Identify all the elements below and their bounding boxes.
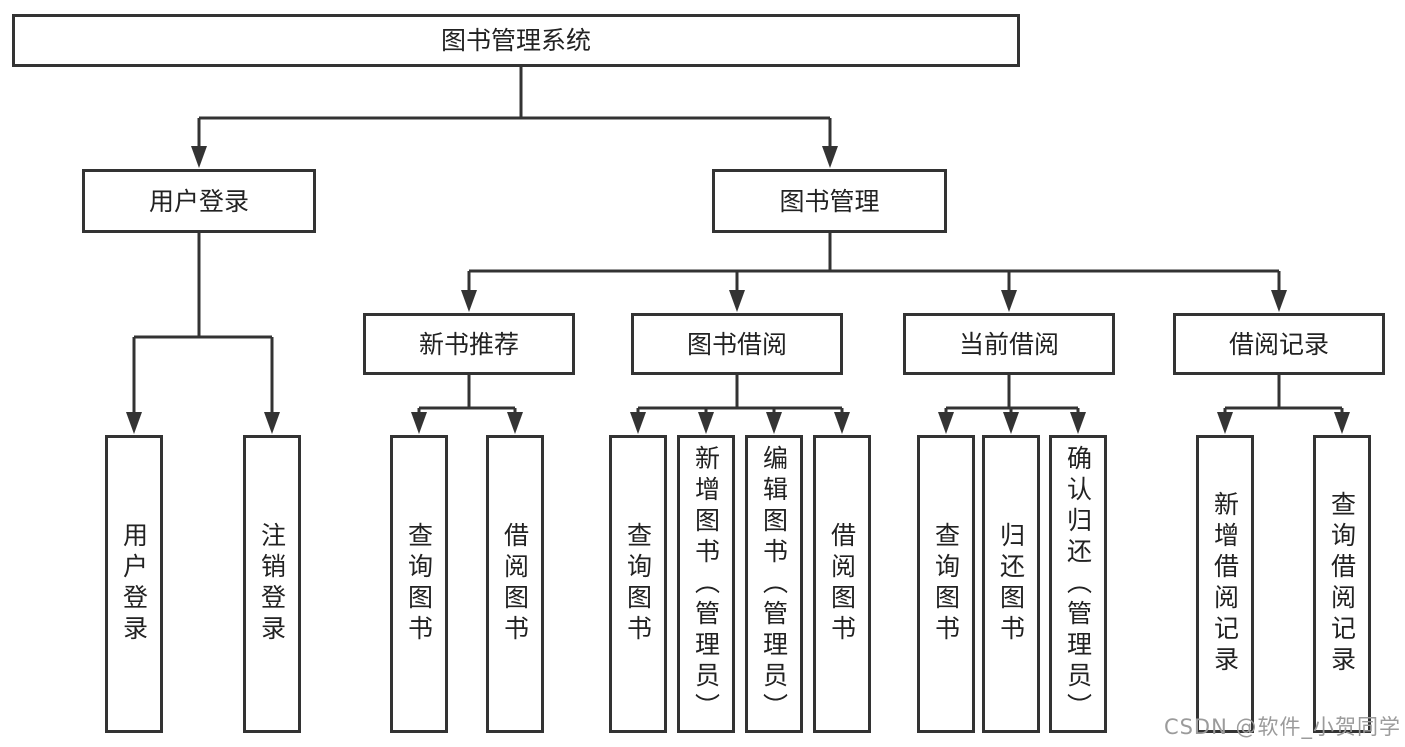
- leaf-borrow-edit-book-admin: 编辑图书（管理员）: [745, 435, 803, 733]
- connector: [944, 375, 1080, 416]
- node-root: 图书管理系统: [12, 14, 1020, 67]
- arrowhead: [126, 412, 142, 434]
- leaf-logout: 注销登录: [243, 435, 301, 733]
- arrowhead: [1217, 412, 1233, 434]
- arrowhead: [1271, 290, 1287, 312]
- arrowhead: [834, 412, 850, 434]
- connector: [417, 375, 517, 416]
- connector: [1223, 375, 1344, 416]
- arrowhead: [264, 412, 280, 434]
- connector: [197, 67, 832, 150]
- leaf-borrow-query-book: 查询图书: [609, 435, 667, 733]
- leaf-current-query-book: 查询图书: [917, 435, 975, 733]
- connector-user-login-split: [126, 233, 280, 434]
- leaf-borrow-add-book-admin: 新增图书（管理员）: [677, 435, 735, 733]
- leaf-rec-query-book: 查询图书: [390, 435, 448, 733]
- node-book-borrow: 图书借阅: [631, 313, 843, 375]
- arrowhead: [411, 412, 427, 434]
- leaf-record-query-record: 查询借阅记录: [1313, 435, 1371, 733]
- node-current-borrow: 当前借阅: [903, 313, 1115, 375]
- connector: [636, 375, 844, 416]
- leaf-user-login: 用户登录: [105, 435, 163, 733]
- node-new-book-rec: 新书推荐: [363, 313, 575, 375]
- node-user-login: 用户登录: [82, 169, 316, 233]
- node-borrow-record: 借阅记录: [1173, 313, 1385, 375]
- leaf-record-add-record: 新增借阅记录: [1196, 435, 1254, 733]
- connector: [467, 233, 1281, 294]
- connector-borrow-record-split: [1217, 375, 1350, 434]
- arrowhead: [698, 412, 714, 434]
- arrowhead: [1070, 412, 1086, 434]
- connector-new-book-rec-split: [411, 375, 523, 434]
- arrowhead: [822, 146, 838, 168]
- arrowhead: [1001, 290, 1017, 312]
- arrowhead: [507, 412, 523, 434]
- arrowhead: [766, 412, 782, 434]
- leaf-borrow-borrow-book: 借阅图书: [813, 435, 871, 733]
- arrowhead: [630, 412, 646, 434]
- connector-book-mgmt-split: [461, 233, 1287, 312]
- connector-current-borrow-split: [938, 375, 1086, 434]
- leaf-current-confirm-return-admin: 确认归还（管理员）: [1049, 435, 1107, 733]
- arrowhead: [1003, 412, 1019, 434]
- connector-book-borrow-split: [630, 375, 850, 434]
- watermark: CSDN @软件_小贺同学: [1163, 715, 1401, 739]
- arrowhead: [729, 290, 745, 312]
- arrowhead: [938, 412, 954, 434]
- node-book-mgmt: 图书管理: [712, 169, 947, 233]
- connector: [132, 233, 274, 416]
- leaf-rec-borrow-book: 借阅图书: [486, 435, 544, 733]
- arrowhead: [191, 146, 207, 168]
- leaf-current-return-book: 归还图书: [982, 435, 1040, 733]
- arrowhead: [1334, 412, 1350, 434]
- arrowhead: [461, 290, 477, 312]
- connector-root-split: [191, 67, 838, 168]
